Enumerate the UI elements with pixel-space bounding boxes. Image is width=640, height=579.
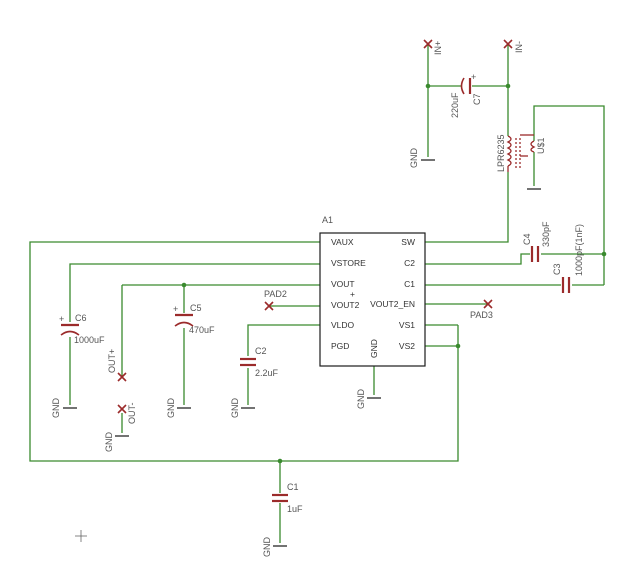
pin-pgd: PGD xyxy=(331,341,349,351)
in-minus-label: IN- xyxy=(514,41,524,53)
svg-text:GND: GND xyxy=(356,389,366,410)
capacitor-c4[interactable]: C4 330pF xyxy=(522,221,551,262)
origin-cross-icon xyxy=(75,530,87,542)
capacitor-c2[interactable]: C2 2.2uF xyxy=(240,346,279,378)
capacitor-c7[interactable]: + C7 220uF xyxy=(450,72,482,118)
capacitor-c5[interactable]: C5 470uF + xyxy=(173,303,215,335)
pin-c2: C2 xyxy=(404,258,415,268)
capacitor-c1[interactable]: C1 1uF xyxy=(272,482,303,514)
junctions xyxy=(181,83,607,464)
gnd-out-minus: GND xyxy=(104,432,129,453)
c2-name: C2 xyxy=(255,346,267,356)
c5-value: 470uF xyxy=(189,325,215,335)
ic-name: A1 xyxy=(322,215,333,225)
svg-text:GND: GND xyxy=(409,148,419,169)
c7-value: 220uF xyxy=(450,92,460,118)
gnd-c5: GND xyxy=(166,398,191,419)
in-plus-label: IN+ xyxy=(433,41,443,55)
pin-vstore: VSTORE xyxy=(331,258,366,268)
svg-text:GND: GND xyxy=(166,398,176,419)
connector-out-plus[interactable]: OUT+ xyxy=(107,349,127,382)
pin-vout2: VOUT2 xyxy=(331,300,360,310)
wires xyxy=(29,44,605,543)
c3-name: C3 xyxy=(552,263,562,275)
c5-name: C5 xyxy=(190,303,202,313)
c4-value: 330pF xyxy=(541,221,551,247)
c5-plus: + xyxy=(173,304,178,314)
transformer-u1[interactable]: U$1 LPR6235 xyxy=(496,134,546,172)
pin-vaux: VAUX xyxy=(331,237,354,247)
c2-value: 2.2uF xyxy=(255,368,279,378)
pin-vout: VOUT xyxy=(331,279,355,289)
out-plus-label: OUT+ xyxy=(107,349,117,373)
pin-vldo: VLDO xyxy=(331,320,355,330)
gnd-symbols: GND GND GND GND GND GND GND xyxy=(51,148,541,558)
c1-value: 1uF xyxy=(287,504,303,514)
transformer-value: LPR6235 xyxy=(496,134,506,172)
ic-plus-mark: + xyxy=(350,289,355,299)
pin-sw: SW xyxy=(401,237,415,247)
capacitor-c6[interactable]: C6 1000uF + xyxy=(59,313,105,345)
ic-a1[interactable]: A1 VAUX VSTORE VOUT VOUT2 VLDO PGD SW C2… xyxy=(319,215,426,367)
connector-out-minus[interactable]: OUT- xyxy=(117,402,137,433)
svg-text:GND: GND xyxy=(51,398,61,419)
c6-plus: + xyxy=(59,314,64,324)
pad2[interactable]: PAD2 xyxy=(264,289,287,311)
c6-name: C6 xyxy=(75,313,87,323)
gnd-c2: GND xyxy=(230,398,255,419)
pin-c1: C1 xyxy=(404,279,415,289)
connector-in-minus[interactable]: IN- xyxy=(503,39,524,53)
c3-value: 1000pF(1nF) xyxy=(574,224,584,276)
gnd-c6: GND xyxy=(51,398,77,419)
pin-gnd: GND xyxy=(369,339,379,358)
c6-value: 1000uF xyxy=(74,335,105,345)
gnd-ic: GND xyxy=(356,389,381,410)
c4-name: C4 xyxy=(522,233,532,245)
svg-text:GND: GND xyxy=(262,537,272,558)
transformer-name: U$1 xyxy=(536,137,546,154)
pin-vout2-en: VOUT2_EN xyxy=(370,299,415,309)
pad3[interactable]: PAD3 xyxy=(470,299,493,320)
c7-plus: + xyxy=(471,72,476,82)
c7-name: C7 xyxy=(472,93,482,105)
connector-in-plus[interactable]: IN+ xyxy=(423,39,443,55)
gnd-input: GND xyxy=(409,148,435,169)
svg-text:GND: GND xyxy=(230,398,240,419)
pad2-label: PAD2 xyxy=(264,289,287,299)
c1-name: C1 xyxy=(287,482,299,492)
pad3-label: PAD3 xyxy=(470,310,493,320)
svg-text:GND: GND xyxy=(104,432,114,453)
pin-vs2: VS2 xyxy=(399,341,415,351)
gnd-c1: GND xyxy=(262,537,287,558)
capacitor-c3[interactable]: C3 1000pF(1nF) xyxy=(552,224,584,293)
out-minus-label: OUT- xyxy=(127,402,137,424)
pin-vs1: VS1 xyxy=(399,320,415,330)
